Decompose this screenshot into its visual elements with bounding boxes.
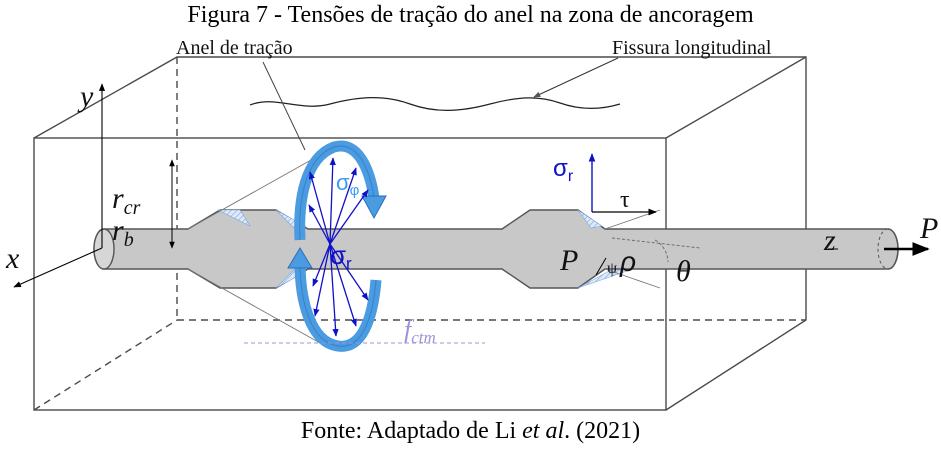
longitudinal-crack (249, 97, 621, 111)
tau-label: τ (620, 187, 630, 213)
fctm-label: fctm (404, 315, 436, 347)
psi-label: ψ (607, 260, 617, 277)
axis-x-label: x (5, 242, 20, 275)
r-cr-label: rcr (112, 182, 141, 219)
longitudinal-crack-label: Fissura longitudinal (612, 37, 772, 59)
concrete-block (33, 56, 807, 411)
tension-ring-label: Anel de tração (176, 37, 293, 59)
rho-label: ρ (619, 246, 636, 277)
reinforcing-bar (93, 209, 899, 289)
axis-y-label: y (77, 80, 94, 113)
tension-ring-leader (262, 61, 306, 151)
radial-stress-arrows (308, 157, 369, 337)
source-prefix: Fonte: Adaptado de Li (300, 418, 523, 444)
sigma-r-right-label: σr (553, 155, 574, 185)
source-italic: et al (522, 418, 565, 444)
figure-title: Figura 7 - Tensões de tração do anel na … (187, 2, 754, 28)
sigma-r-center-label: σr (330, 240, 352, 273)
r-b-label: rb (112, 214, 134, 251)
axis-z-label: z (823, 224, 836, 257)
rib-detail (588, 153, 701, 276)
source-suffix: . (2021) (564, 418, 641, 444)
cone-lines (187, 154, 661, 344)
sigma-phi-label: σφ (336, 170, 360, 199)
crack-leader (533, 57, 619, 98)
load-p-rib-label: P (559, 244, 578, 277)
load-p-end-label: P (919, 212, 938, 245)
theta-label: θ (676, 255, 691, 288)
figure-source: Fonte: Adaptado de Li et al. (2021) (0, 414, 941, 448)
tension-ring (287, 140, 387, 352)
axes (13, 83, 838, 288)
